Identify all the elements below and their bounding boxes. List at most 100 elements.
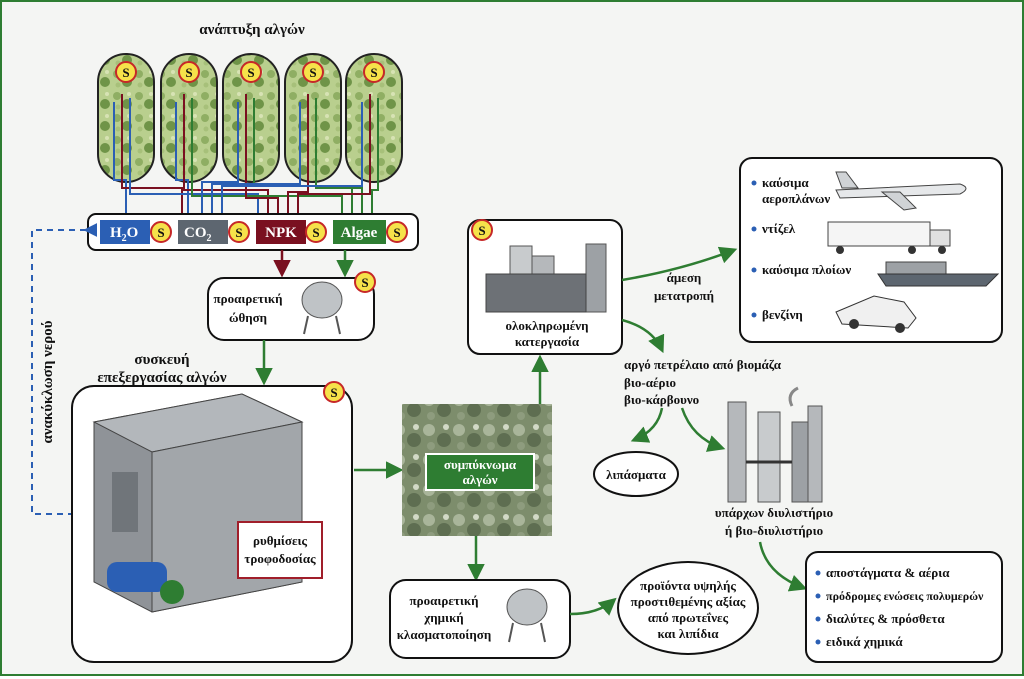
bio-char: βιο-κάρβουνο <box>624 392 699 407</box>
s-badge-label: S <box>185 65 192 80</box>
svg-text:H2O: H2O <box>110 225 138 244</box>
direct-conversion-line1: άμεση <box>667 270 702 285</box>
bio-to-refinery-arrow <box>680 407 726 452</box>
bioreactor-tube <box>345 53 403 183</box>
s-badge-label: S <box>247 65 254 80</box>
fractionation-line2: χημική <box>423 610 463 625</box>
processing-unit-title-1: συσκευή <box>134 352 189 368</box>
integrated-line1: ολοκληρωμένη <box>506 318 589 333</box>
s-badge: S <box>115 61 137 83</box>
s-badge-label: S <box>478 223 485 238</box>
refinery-icon <box>727 386 823 503</box>
output-polymer-precursors: πρόδρομες ενώσεις πολυμερών <box>826 589 984 603</box>
svg-text:NPK: NPK <box>265 225 297 241</box>
airplane-icon <box>835 171 967 211</box>
fractionation-line1: προαιρετική <box>410 593 479 608</box>
s-badge-label: S <box>393 225 400 240</box>
growth-title: ανάπτυξη αλγών <box>199 22 305 38</box>
s-badge-label: S <box>157 225 164 240</box>
s-badge: S <box>228 221 250 243</box>
fertilizers-box: λιπάσματα <box>593 451 679 497</box>
car-icon <box>835 295 917 333</box>
fuel-gasoline: βενζίνη <box>762 307 803 322</box>
refinery-outputs-box: αποστάγματα & αέρια πρόδρομες ενώσεις πο… <box>805 551 1003 663</box>
integrated-to-bio-arrow <box>621 318 665 354</box>
s-badge: S <box>150 221 172 243</box>
svg-text:CO2: CO2 <box>184 225 212 244</box>
high-value-line1: προϊόντα υψηλής <box>640 578 736 593</box>
processing-unit-box: ρυθμίσεις τροφοδοσίας <box>71 385 353 663</box>
processing-machine-icon <box>92 393 304 613</box>
processing-unit-title-2: επεξεργασίας αλγών <box>97 370 227 386</box>
input-npk: NPK <box>256 220 306 244</box>
fractionation-line3: κλασματοποίηση <box>397 627 492 642</box>
feed-settings-box: ρυθμίσεις τροφοδοσίας <box>237 521 323 579</box>
integrated-line2: κατεργασία <box>515 334 580 349</box>
s-badge: S <box>471 219 493 241</box>
high-value-line3: από πρωτεΐνες <box>648 610 729 625</box>
s-badge: S <box>302 61 324 83</box>
s-badge-label: S <box>330 385 337 400</box>
fuel-jet-line1: καύσιμα <box>762 175 809 190</box>
integrated-processing-box: ολοκληρωμένη κατεργασία <box>467 219 623 355</box>
s-badge: S <box>363 61 385 83</box>
refinery-line1: υπάρχων διυλιστήριο <box>715 505 833 520</box>
optional-push-line1: προαιρετική <box>214 291 283 306</box>
recycle-dashed-line <box>31 223 98 515</box>
refinery-line2: ή βιο-διυλιστήριο <box>725 523 823 538</box>
s-badge-label: S <box>370 65 377 80</box>
input-bar: H2O CO2 NPK Algae <box>87 213 419 251</box>
s-badge: S <box>178 61 200 83</box>
concentrate-line2: αλγών <box>462 472 497 487</box>
s-badge: S <box>354 271 376 293</box>
high-value-line2: προστιθεμένης αξίας <box>631 594 746 609</box>
s-badge-label: S <box>309 65 316 80</box>
concentrate-block: συμπύκνωμα αλγών <box>402 404 552 536</box>
feed-settings-line2: τροφοδοσίας <box>244 551 316 566</box>
high-value-products-box: προϊόντα υψηλής προστιθεμένης αξίας από … <box>617 561 759 655</box>
feed-settings-line1: ρυθμίσεις <box>253 533 308 548</box>
s-badge: S <box>386 221 408 243</box>
s-badge: S <box>240 61 262 83</box>
output-specialty: ειδικά χημικά <box>826 634 903 649</box>
s-badge: S <box>323 381 345 403</box>
s-badge-label: S <box>122 65 129 80</box>
bio-crude: αργό πετρέλαιο από βιομάζα <box>624 357 782 372</box>
input-algae: Algae <box>333 220 386 244</box>
ship-icon <box>877 261 1000 287</box>
input-h2o: H2O <box>100 220 150 244</box>
fuel-diesel: ντίζελ <box>761 221 796 236</box>
output-distillates: αποστάγματα & αέρια <box>826 565 950 580</box>
tank-icon <box>301 281 343 335</box>
direct-conversion-line2: μετατροπή <box>654 288 714 303</box>
concentrate-line1: συμπύκνωμα <box>444 457 517 472</box>
s-badge-label: S <box>361 275 368 290</box>
sensor-badges: S S S S S S S S S S S S <box>115 61 493 403</box>
fuel-jet-line2: αεροπλάνων <box>762 191 830 206</box>
fractionation-box: προαιρετική χημική κλασματοποίηση <box>389 579 571 659</box>
tank-icon <box>506 588 548 643</box>
s-badge: S <box>305 221 327 243</box>
recycle-label: ανακύκλωση νερού <box>40 320 56 443</box>
bio-gas: βιο-αέριο <box>624 375 676 390</box>
refinery-to-outputs-arrow <box>758 541 808 592</box>
s-badge-label: S <box>235 225 242 240</box>
s-badge-label: S <box>312 225 319 240</box>
bio-to-fertilizer-arrow <box>630 407 664 443</box>
fuel-ship: καύσιμα πλοίων <box>762 262 851 277</box>
direct-conversion-arrow <box>621 246 738 282</box>
high-value-line4: και λιπίδια <box>658 626 720 641</box>
fertilizers-label: λιπάσματα <box>606 467 666 482</box>
optional-push-box: προαιρετική ώθηση <box>207 277 375 341</box>
fuels-box: καύσιμα αεροπλάνων ντίζελ καύσιμα πλοίων… <box>739 157 1003 343</box>
fractionation-to-products-arrow <box>569 597 617 616</box>
output-solvents: διαλύτες & πρόσθετα <box>826 611 945 626</box>
factory-icon <box>485 243 607 313</box>
truck-icon <box>827 221 951 254</box>
feed-pipes <box>113 94 379 214</box>
svg-text:Algae: Algae <box>341 225 378 241</box>
input-co2: CO2 <box>178 220 228 244</box>
optional-push-line2: ώθηση <box>229 310 267 325</box>
